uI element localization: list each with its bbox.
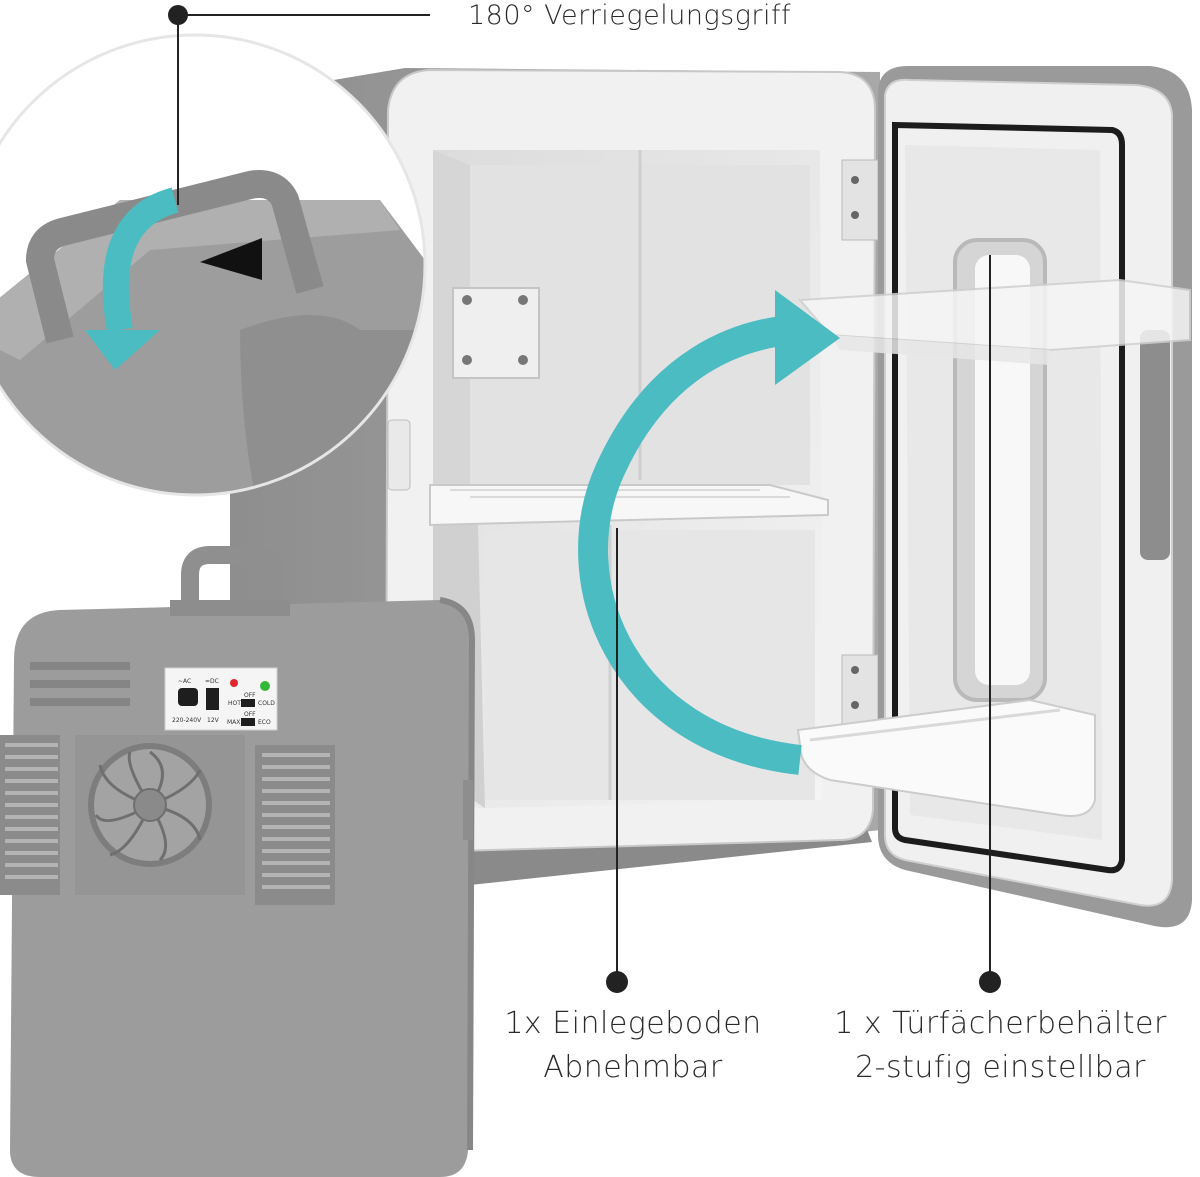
callout-shelf-line1: 1x Einlegeboden: [504, 1006, 762, 1041]
callout-bin-line2: 2-stufig einstellbar: [855, 1050, 1146, 1085]
door-bin-lower: [796, 698, 1096, 817]
door-gasket: [892, 121, 1125, 874]
switch2-right: ECO: [258, 719, 271, 726]
ac-label: ~AC: [178, 678, 191, 685]
callout-shelf-text: 1x Einlegeboden Abnehmbar: [478, 1002, 788, 1090]
handle-zoom-circle: [0, 33, 427, 497]
fan-icon: [75, 735, 245, 895]
callout-dot-handle: [168, 5, 188, 25]
led-green: [260, 681, 270, 691]
dc-voltage: 12V: [207, 717, 220, 724]
top-vents: [30, 662, 130, 706]
left-grille: [0, 735, 60, 895]
rotate-arrow: [578, 290, 840, 775]
led-red: [230, 679, 238, 687]
mounting-plate: [452, 287, 540, 379]
right-grille: [255, 745, 335, 905]
switch1-right: COLD: [258, 700, 275, 707]
dc-label: =DC: [205, 678, 219, 685]
callout-dot-shelf: [606, 971, 628, 993]
door-bin-upper: [797, 278, 1191, 365]
latch-tab: [387, 419, 411, 491]
ac-voltage: 220-240V: [172, 717, 202, 724]
switch1-left: HOT: [228, 700, 241, 707]
fridge-door: [796, 65, 1192, 928]
callout-lines: [177, 14, 991, 982]
callout-handle-text: 180° Verriegelungsgriff: [468, 0, 792, 31]
callout-bin-text: 1 x Türfächerbehälter 2-stufig einstellb…: [818, 1002, 1183, 1090]
callout-bin-line1: 1 x Türfächerbehälter: [834, 1006, 1167, 1041]
fridge-back-view: ~AC 220-240V =DC 12V OFF HOT COLD OFF MA…: [0, 546, 476, 1177]
back-handle: [170, 546, 290, 616]
switch1-top: OFF: [244, 692, 256, 699]
ac-socket: [178, 688, 198, 706]
switch2: [241, 718, 255, 726]
control-panel: ~AC 220-240V =DC 12V OFF HOT COLD OFF MA…: [164, 667, 278, 731]
switch2-top: OFF: [244, 711, 256, 718]
switch1: [241, 699, 255, 707]
hinges: [841, 159, 879, 731]
dc-socket: [206, 688, 219, 710]
callout-dot-bin: [979, 971, 1001, 993]
callout-shelf-line2: Abnehmbar: [543, 1050, 723, 1085]
switch2-left: MAX: [227, 719, 240, 726]
